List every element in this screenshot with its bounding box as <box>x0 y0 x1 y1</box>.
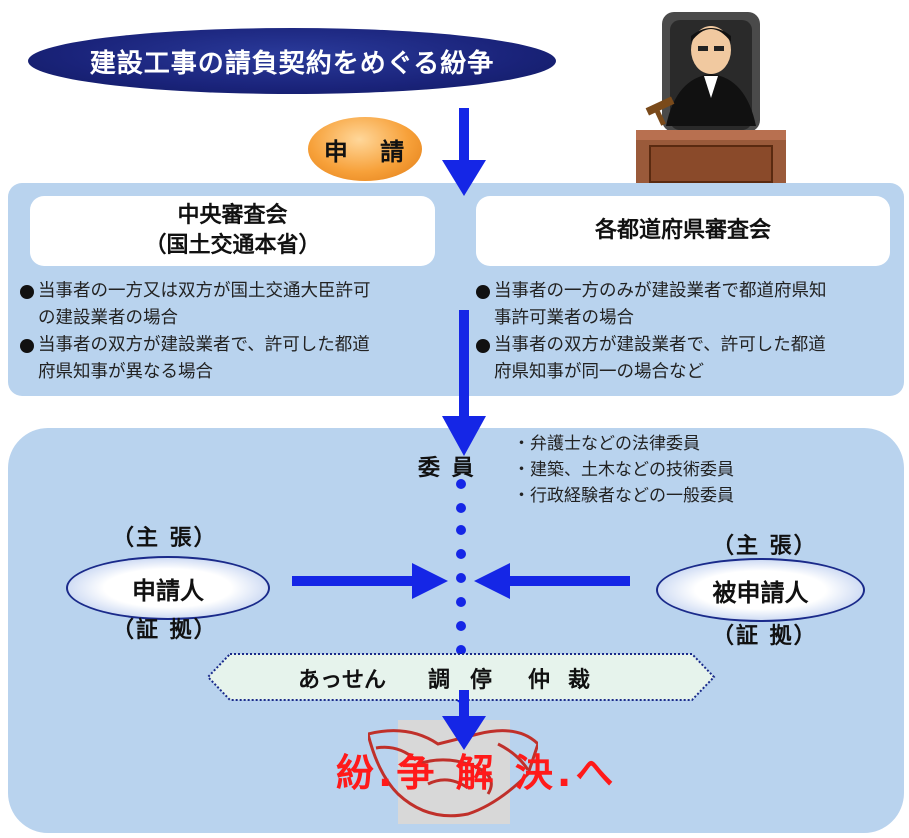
applicant-name: 申請人 <box>132 576 204 605</box>
judge-icon <box>636 12 786 186</box>
prefectural-council-name: 各都道府県審査会 <box>594 218 771 244</box>
handshake-icon <box>368 720 538 824</box>
list-item: ・建築、土木などの技術委員 <box>513 460 734 480</box>
list-item: 当事者の一方又は双方が国土交通大臣許可の建設業者の場合 <box>20 278 440 332</box>
list-item: 当事者の一方のみが建設業者で都道府県知事許可業者の場合 <box>476 278 896 332</box>
members-label: 委 員 <box>418 456 476 481</box>
procedure-mediation: あっせん <box>298 668 387 693</box>
arrow-left-icon <box>474 563 630 599</box>
applicant-claim: （主 張） <box>112 526 218 551</box>
central-council-box: 中央審査会 （国土交通本省） <box>30 196 435 266</box>
resolution-text: 紛.争 解 決.へ <box>336 751 618 795</box>
dispute-title: 建設工事の請負契約をめぐる紛争 <box>28 28 556 94</box>
dotted-line <box>456 479 466 703</box>
respondent-claim: （主 張） <box>712 534 818 559</box>
respondent-name: 被申請人 <box>712 578 809 607</box>
applicant-evidence: （証 拠） <box>112 618 218 643</box>
central-conditions: 当事者の一方又は双方が国土交通大臣許可の建設業者の場合 当事者の双方が建設業者で… <box>20 278 440 386</box>
respondent-evidence: （証 拠） <box>712 624 818 649</box>
bullet-icon <box>20 285 34 299</box>
arrow-down-icon <box>442 310 486 456</box>
arrow-down-icon <box>442 690 486 750</box>
arrow-right-icon <box>292 563 448 599</box>
central-council-sub: （国土交通本省） <box>144 233 321 258</box>
bullet-icon <box>476 339 490 353</box>
respondent-ellipse: 被申請人 <box>656 558 865 622</box>
apply-label: 申 請 <box>308 117 422 181</box>
list-item: ・弁護士などの法律委員 <box>513 434 700 454</box>
procedure-conciliation-1: 調 <box>428 668 451 693</box>
procedure-hexagon <box>206 653 716 701</box>
bullet-icon <box>20 339 34 353</box>
members-list: ・弁護士などの法律委員 ・建築、土木などの技術委員 ・行政経験者などの一般委員 <box>513 431 734 509</box>
list-item: 当事者の双方が建設業者で、許可した都道府県知事が同一の場合など <box>476 332 896 386</box>
prefectural-council-box: 各都道府県審査会 <box>476 196 890 266</box>
arrow-down-icon <box>442 108 486 196</box>
central-council-name: 中央審査会 <box>177 203 288 229</box>
procedure-arbitration-2: 裁 <box>568 668 591 693</box>
applicant-ellipse: 申請人 <box>66 556 270 620</box>
prefectural-conditions: 当事者の一方のみが建設業者で都道府県知事許可業者の場合 当事者の双方が建設業者で… <box>476 278 896 386</box>
procedure-arbitration-1: 仲 <box>528 668 551 693</box>
bullet-icon <box>476 285 490 299</box>
list-item: 当事者の双方が建設業者で、許可した都道府県知事が異なる場合 <box>20 332 440 386</box>
procedure-conciliation-2: 停 <box>470 668 493 693</box>
list-item: ・行政経験者などの一般委員 <box>513 486 734 506</box>
